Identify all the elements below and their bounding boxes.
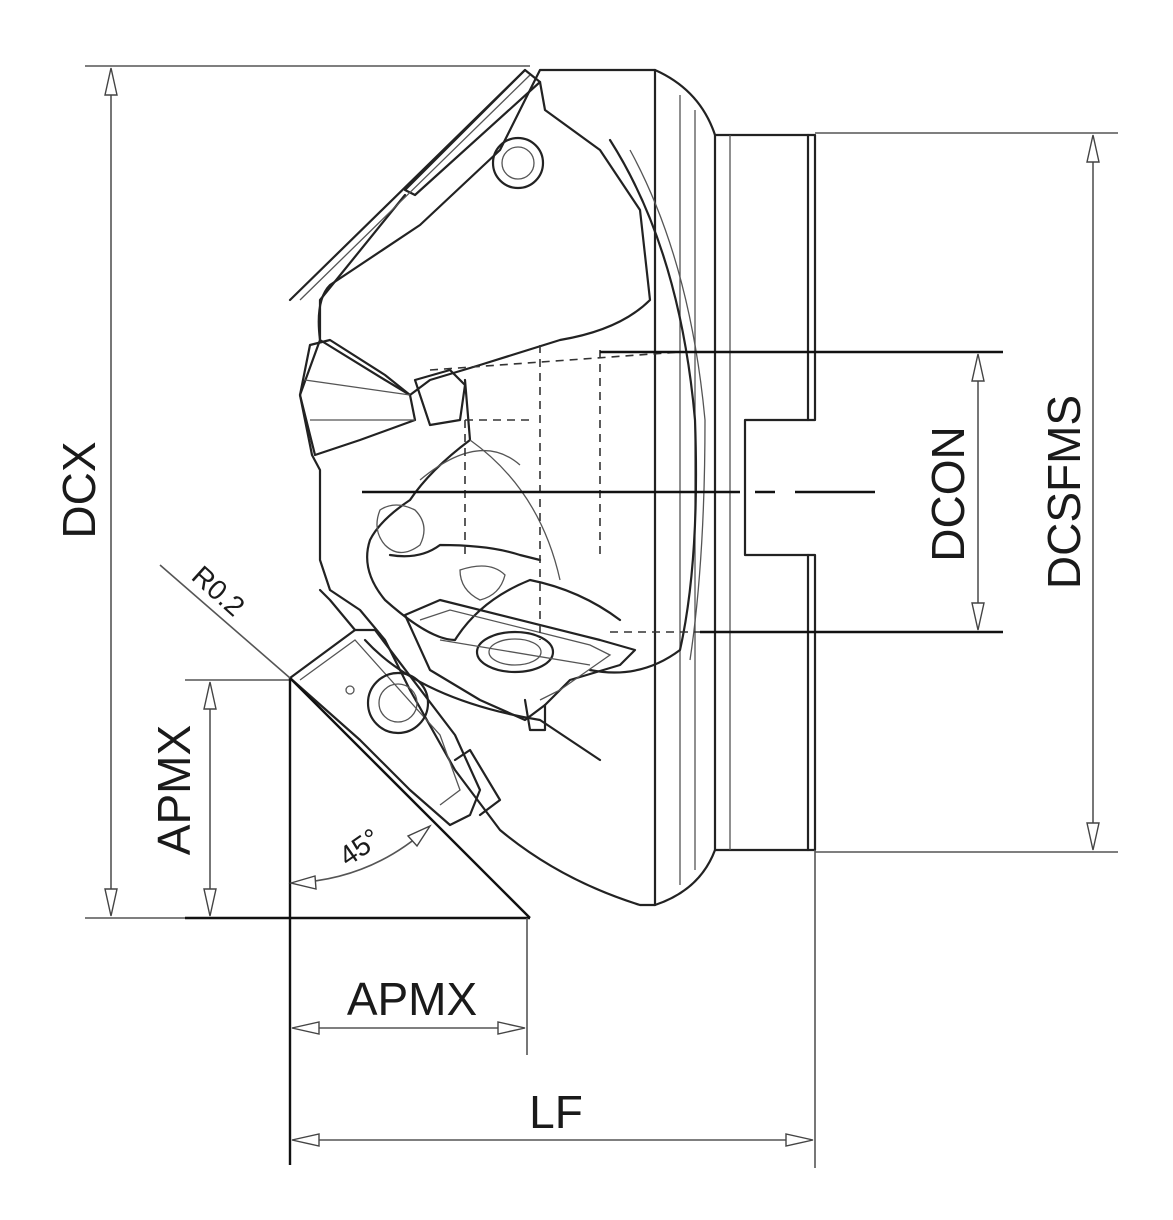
dcsfms-dimension: DCSFMS <box>815 132 1118 853</box>
dcsfms-arrow-top <box>1086 134 1100 163</box>
dcon-label: DCON <box>922 426 974 561</box>
lead-angle-construction: 45° R0.2 <box>159 560 531 1165</box>
lf-arrow-right <box>785 1133 814 1147</box>
apmx-vertical-dimension: APMX <box>148 679 530 920</box>
dcsfms-label: DCSFMS <box>1038 395 1090 589</box>
cutter-body <box>298 68 817 907</box>
dcsfms-arrow-bottom <box>1086 822 1100 851</box>
lf-label: LF <box>529 1086 583 1138</box>
apmx-horizontal-label: APMX <box>347 973 477 1025</box>
apmx-horizontal-dimension: APMX <box>291 918 528 1055</box>
dcx-arrow-top <box>104 67 118 96</box>
corner-radius-label: R0.2 <box>186 560 251 623</box>
apmx-vertical-label: APMX <box>148 725 200 855</box>
dcon-arrow-top <box>971 353 985 382</box>
apmx-vertical-arrow-top <box>203 681 217 710</box>
lf-dimension: LF <box>291 850 816 1168</box>
chip-pocket <box>366 378 622 642</box>
apmx-horizontal-arrow-right <box>497 1021 526 1035</box>
dcx-arrow-bottom <box>104 888 118 917</box>
dcon-dimension: DCON <box>600 350 1003 634</box>
middle-insert <box>403 598 637 732</box>
angle-label: 45° <box>333 822 385 872</box>
angle-arrow-left <box>288 875 317 890</box>
lf-arrow-left <box>291 1133 320 1147</box>
top-insert-pocket <box>288 68 652 457</box>
dcon-arrow-bottom <box>971 602 985 631</box>
angle-arrow-right <box>406 824 432 848</box>
apmx-vertical-arrow-bottom <box>203 888 217 917</box>
lower-insert <box>288 588 602 827</box>
apmx-horizontal-arrow-left <box>291 1021 320 1035</box>
dcx-label: DCX <box>53 441 105 538</box>
